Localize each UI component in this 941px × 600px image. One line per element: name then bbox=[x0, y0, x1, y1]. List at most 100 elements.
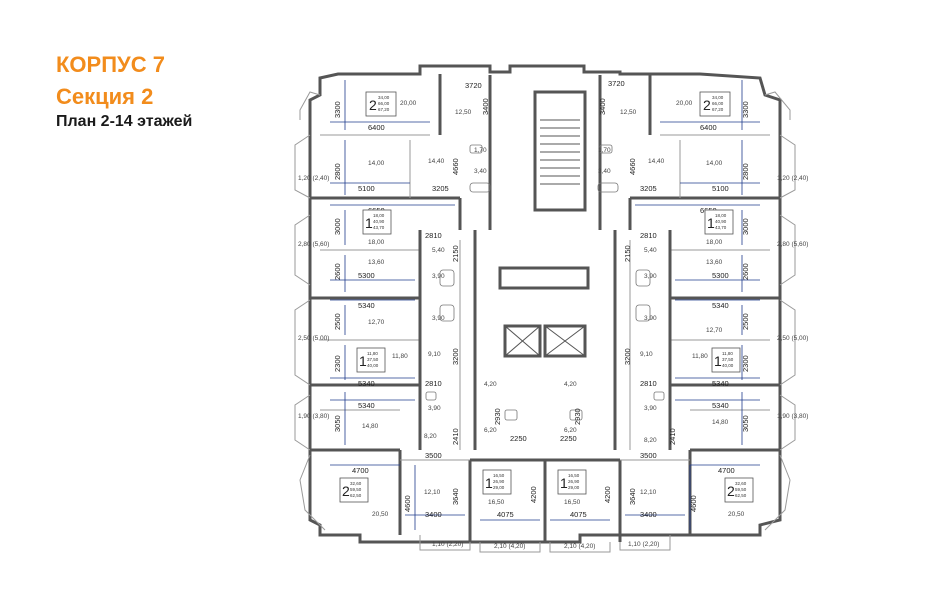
unit-living-area: 32,60 bbox=[735, 481, 747, 486]
room-area-l14: 11,80 bbox=[392, 353, 408, 360]
unit-rooms: 1 bbox=[707, 215, 715, 231]
dim-h-right-11: 2810 bbox=[640, 379, 657, 388]
room-area-r4: 14,40 bbox=[648, 158, 665, 165]
unit-total-area: 37,50 bbox=[367, 357, 379, 362]
unit-rooms: 1 bbox=[365, 215, 373, 231]
unit-total-area: 66,00 bbox=[378, 101, 390, 106]
bathroom-fixtures bbox=[425, 144, 665, 421]
unit-badge-5: 1 11,80 37,50 40,00 bbox=[356, 347, 386, 373]
dim-inner-16: 2930 bbox=[573, 408, 582, 425]
unit-badge-6: 1 11,80 37,50 40,00 bbox=[711, 347, 741, 373]
room-area-r17: 8,20 bbox=[644, 437, 657, 444]
balcony-right-3: 2,50 (5,00) bbox=[777, 335, 808, 342]
dim-v-left-5: 2500 bbox=[333, 313, 342, 330]
room-area-l8: 5,40 bbox=[432, 247, 445, 254]
unit-rooms: 1 bbox=[485, 475, 493, 491]
unit-area-with-balcony: 29,00 bbox=[568, 485, 580, 490]
dim-v-left-1: 3300 bbox=[333, 101, 342, 118]
dim-h-left-11: 2810 bbox=[425, 379, 442, 388]
room-area-r20: 12,10 bbox=[640, 489, 657, 496]
room-area-l5: 1,70 bbox=[474, 147, 487, 154]
dim-h-left-14: 4075 bbox=[497, 510, 514, 519]
dim-h-left-13: 3400 bbox=[425, 510, 442, 519]
dim-h-right-10: 2810 bbox=[640, 231, 657, 240]
unit-badge-9: 1 16,50 26,90 29,00 bbox=[482, 469, 512, 495]
unit-area-with-balcony: 40,00 bbox=[722, 363, 734, 368]
dim-inner-15: 4200 bbox=[603, 486, 612, 503]
unit-rooms: 2 bbox=[727, 483, 735, 499]
dim-h-right-12: 3500 bbox=[640, 451, 657, 460]
interior-walls bbox=[310, 74, 780, 542]
balcony-right-4: 1,90 (3,80) bbox=[777, 413, 808, 420]
dim-h-left-7: 5340 bbox=[358, 401, 375, 410]
dims-inner: 3400 4660 2150 3200 2410 3640 4200 2930 … bbox=[451, 98, 677, 505]
unit-badge-10: 1 16,50 26,90 29,00 bbox=[557, 469, 587, 495]
balcony-bottom-3: 2,10 (4,20) bbox=[564, 543, 595, 550]
unit-area-with-balcony: 62,50 bbox=[350, 493, 362, 498]
dim-h-left-15: 2250 bbox=[510, 434, 527, 443]
unit-total-area: 59,50 bbox=[735, 487, 747, 492]
building-outline bbox=[294, 64, 796, 553]
dim-inner-9: 3400 bbox=[598, 98, 607, 115]
dim-inner-2: 4660 bbox=[451, 158, 460, 175]
dim-h-right-1: 6400 bbox=[700, 123, 717, 132]
dims-left: 3300 2800 3000 2600 2500 2300 3050 4600 bbox=[333, 101, 412, 512]
dim-h-right-4: 5300 bbox=[712, 271, 729, 280]
dim-inner-6: 3640 bbox=[451, 488, 460, 505]
dim-v-right-6: 2300 bbox=[741, 355, 750, 372]
unit-badge-2: 2 34,00 66,00 67,20 bbox=[699, 91, 731, 117]
unit-area-with-balcony: 62,50 bbox=[735, 493, 747, 498]
unit-living-area: 34,00 bbox=[712, 95, 724, 100]
unit-living-area: 32,60 bbox=[350, 481, 362, 486]
balcony-left-1: 1,20 (2,40) bbox=[298, 175, 329, 182]
dim-inner-13: 2410 bbox=[668, 428, 677, 445]
room-area-r7: 18,00 bbox=[706, 239, 723, 246]
unit-area-with-balcony: 67,20 bbox=[712, 107, 724, 112]
unit-area-with-balcony: 29,00 bbox=[493, 485, 505, 490]
dim-top-right: 3720 bbox=[608, 79, 625, 88]
balcony-bottom-1: 1,10 (2,20) bbox=[432, 541, 463, 548]
dim-inner-11: 2150 bbox=[623, 245, 632, 262]
dim-v-right-1: 3300 bbox=[741, 101, 750, 118]
room-area-l12: 3,90 bbox=[432, 315, 445, 322]
room-areas-right: 20,00 12,50 14,00 14,40 1,70 3,40 18,00 … bbox=[564, 100, 745, 518]
dim-v-left-3: 3000 bbox=[333, 218, 342, 235]
room-area-r14: 11,80 bbox=[692, 353, 708, 360]
stair-core bbox=[473, 75, 617, 450]
dim-v-right-5: 2500 bbox=[741, 313, 750, 330]
room-area-r9: 13,60 bbox=[706, 259, 723, 266]
balcony-left-2: 2,80 (5,60) bbox=[298, 241, 329, 248]
room-area-r12: 3,90 bbox=[644, 315, 657, 322]
unit-area-with-balcony: 43,70 bbox=[715, 225, 727, 230]
dim-h-left-1: 6400 bbox=[368, 123, 385, 132]
dim-h-left-10: 2810 bbox=[425, 231, 442, 240]
unit-rooms: 2 bbox=[369, 97, 377, 113]
room-area-r13: 9,10 bbox=[640, 351, 653, 358]
dim-inner-10: 4660 bbox=[628, 158, 637, 175]
room-area-r22: 20,50 bbox=[728, 511, 745, 518]
dim-h-right-5: 5340 bbox=[712, 301, 729, 310]
room-area-l19: 4,20 bbox=[484, 381, 497, 388]
plan-title: План 2-14 этажей bbox=[56, 113, 193, 130]
dim-v-right-2: 2800 bbox=[741, 163, 750, 180]
unit-living-area: 18,00 bbox=[373, 213, 385, 218]
dim-h-right-13: 3400 bbox=[640, 510, 657, 519]
room-area-r18: 6,20 bbox=[564, 427, 577, 434]
dim-h-left-6: 5340 bbox=[358, 379, 375, 388]
room-area-l4: 14,40 bbox=[428, 158, 445, 165]
unit-living-area: 11,80 bbox=[367, 351, 378, 356]
dims-h-right: 6400 5100 6650 5300 5340 5340 5340 4700 … bbox=[560, 123, 735, 519]
room-area-l3: 14,00 bbox=[368, 160, 385, 167]
unit-living-area: 34,00 bbox=[378, 95, 390, 100]
unit-badge-8: 2 32,60 59,50 62,50 bbox=[724, 477, 754, 503]
unit-badge-7: 2 32,60 59,50 62,50 bbox=[339, 477, 369, 503]
dim-h-left-5: 5340 bbox=[358, 301, 375, 310]
dim-inner-5: 2410 bbox=[451, 428, 460, 445]
dim-h-left-2: 5100 bbox=[358, 184, 375, 193]
room-area-l16: 14,80 bbox=[362, 423, 379, 430]
room-area-r19: 4,20 bbox=[564, 381, 577, 388]
dim-inner-8: 2930 bbox=[493, 408, 502, 425]
unit-total-area: 59,50 bbox=[350, 487, 362, 492]
room-area-l7: 18,00 bbox=[368, 239, 385, 246]
